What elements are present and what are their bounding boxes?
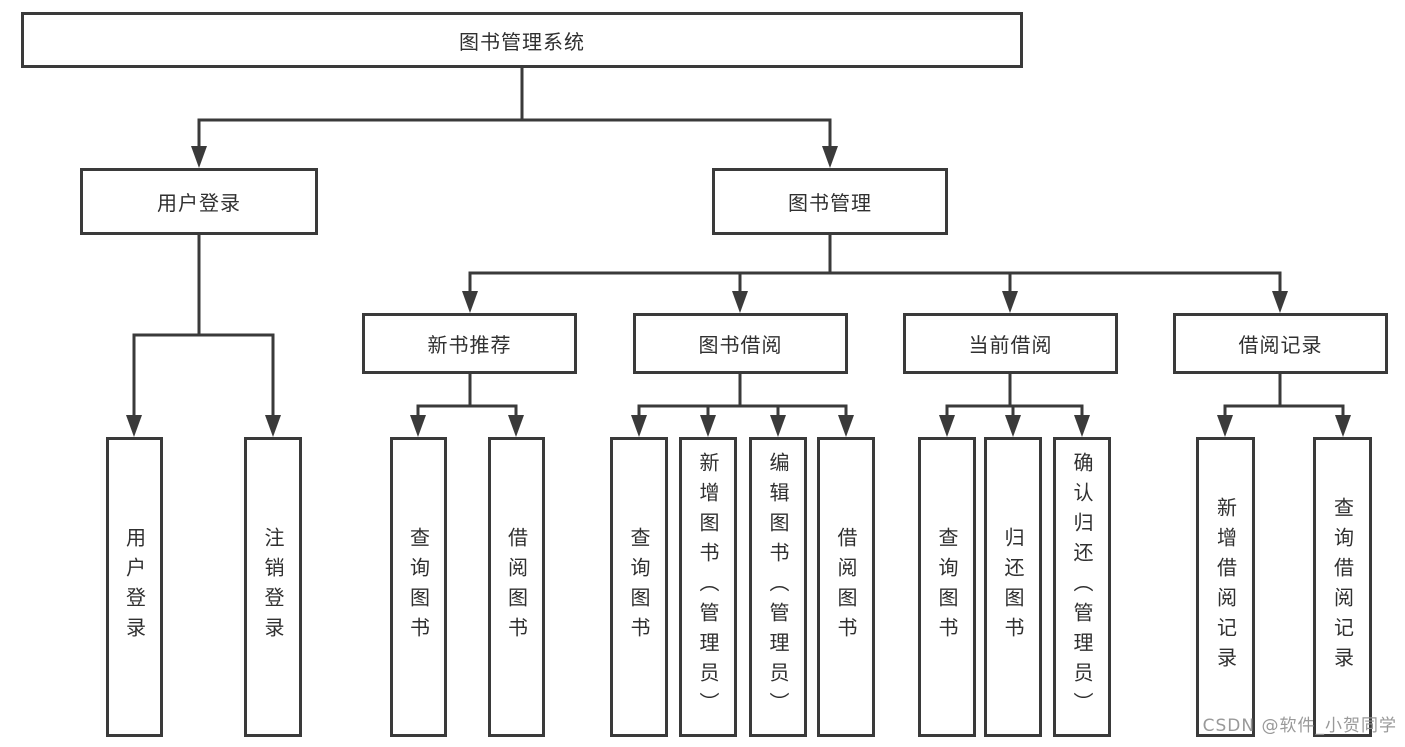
leaf-user-login: 用户登录 xyxy=(106,437,163,737)
leaf-newbook-query-book: 查询图书 xyxy=(390,437,447,737)
leaf-newbook-borrow-book: 借阅图书 xyxy=(488,437,545,737)
node-library-management-system: 图书管理系统 xyxy=(21,12,1023,68)
leaf-borrow-borrow-book: 借阅图书 xyxy=(817,437,875,737)
node-book-borrowing: 图书借阅 xyxy=(633,313,848,374)
leaf-borrow-query-book: 查询图书 xyxy=(610,437,668,737)
leaf-logout: 注销登录 xyxy=(244,437,302,737)
arrowheads xyxy=(126,146,1351,437)
leaf-current-query-book: 查询图书 xyxy=(918,437,976,737)
node-current-borrowing: 当前借阅 xyxy=(903,313,1118,374)
node-book-management: 图书管理 xyxy=(712,168,948,235)
node-new-book-recommend: 新书推荐 xyxy=(362,313,577,374)
leaf-current-return-book: 归还图书 xyxy=(984,437,1042,737)
leaf-borrow-edit-book-admin: 编辑图书（管理员） xyxy=(749,437,807,737)
csdn-watermark: CSDN @软件_小贺同学 xyxy=(1202,716,1397,736)
leaf-borrow-add-book-admin: 新增图书（管理员） xyxy=(679,437,737,737)
leaf-records-add-record: 新增借阅记录 xyxy=(1196,437,1255,737)
node-borrowing-records: 借阅记录 xyxy=(1173,313,1388,374)
node-user-login: 用户登录 xyxy=(80,168,318,235)
leaf-records-query-record: 查询借阅记录 xyxy=(1313,437,1372,737)
connector-paths xyxy=(132,68,1345,421)
leaf-current-confirm-return-admin: 确认归还（管理员） xyxy=(1053,437,1111,737)
